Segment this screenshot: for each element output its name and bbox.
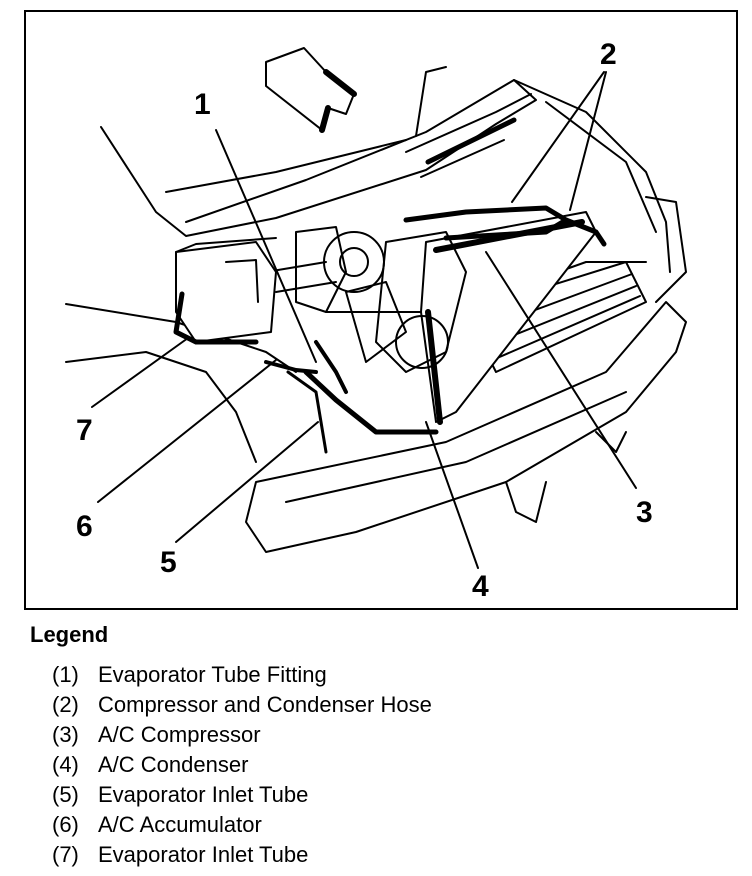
callout-7: 7 (76, 414, 93, 447)
refrigerant-hoses (173, 205, 607, 454)
callout-3: 3 (636, 496, 653, 529)
legend-item: (7) Evaporator Inlet Tube (52, 840, 432, 870)
legend-number: (2) (52, 692, 79, 717)
legend-number: (3) (52, 722, 79, 747)
legend-number: (1) (52, 662, 79, 687)
callout-leader-lines (91, 71, 637, 569)
engine-components (265, 226, 467, 373)
legend-item: (2) Compressor and Condenser Hose (52, 690, 432, 720)
callout-5: 5 (160, 546, 177, 579)
legend-label: A/C Condenser (98, 752, 249, 777)
callout-2: 2 (600, 38, 617, 71)
legend-number: (5) (52, 782, 79, 807)
callout-6: 6 (76, 510, 93, 543)
legend-item: (3) A/C Compressor (52, 720, 432, 750)
callout-1: 1 (194, 88, 211, 121)
legend-item: (6) A/C Accumulator (52, 810, 432, 840)
legend-label: Evaporator Inlet Tube (98, 842, 309, 867)
engine-bay-diagram: 1 2 3 4 5 6 7 (24, 10, 738, 610)
front-bumper (245, 301, 687, 553)
legend-title: Legend (30, 622, 109, 647)
legend-list: (1) Evaporator Tube Fitting (2) Compressor… (52, 660, 432, 870)
legend-number: (7) (52, 842, 79, 867)
legend-label: Compressor and Condenser Hose (98, 692, 432, 717)
legend-item: (4) A/C Condenser (52, 750, 432, 780)
front-arrow-icon (265, 47, 357, 133)
legend-label: A/C Accumulator (98, 812, 262, 837)
legend-number: (6) (52, 812, 79, 837)
engine-bay-illustration: 1 2 3 4 5 6 7 (65, 38, 687, 603)
callout-4: 4 (472, 570, 489, 603)
legend-item: (5) Evaporator Inlet Tube (52, 780, 432, 810)
accumulator-box (175, 237, 277, 343)
legend-item: (1) Evaporator Tube Fitting (52, 660, 432, 690)
legend-label: Evaporator Inlet Tube (98, 782, 309, 807)
legend-label: A/C Compressor (98, 722, 261, 747)
legend-label: Evaporator Tube Fitting (98, 662, 327, 687)
hood (100, 66, 537, 237)
legend-number: (4) (52, 752, 79, 777)
